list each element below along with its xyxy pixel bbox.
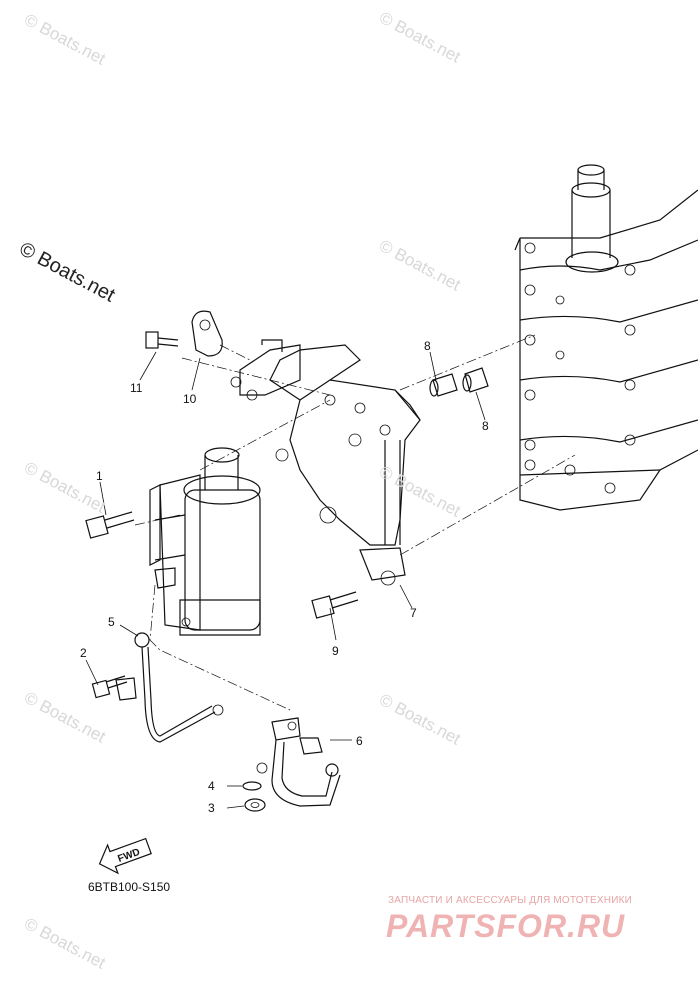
callout-10: 10 <box>183 392 197 406</box>
callout-2: 2 <box>80 646 87 660</box>
lead-wire-bottom <box>256 717 341 807</box>
callout-8a: 8 <box>424 339 431 353</box>
callout-4: 4 <box>208 779 215 793</box>
washer-nut <box>242 781 266 812</box>
callout-7: 7 <box>410 606 417 620</box>
center-lines <box>134 334 576 711</box>
engine-block <box>514 164 698 511</box>
callout-labels: 1 2 3 4 5 6 7 8 8 9 10 11 <box>80 339 489 815</box>
leader-lines <box>85 351 486 809</box>
collar-parts <box>429 367 489 397</box>
starter-motor <box>149 447 261 636</box>
callout-3: 3 <box>208 801 215 815</box>
callout-6: 6 <box>356 734 363 748</box>
plate-part <box>191 310 223 357</box>
lead-wire <box>115 632 224 743</box>
brand-tagline: ЗАПЧАСТИ И АКСЕССУАРЫ ДЛЯ МОТОТЕХНИКИ <box>388 895 633 906</box>
callout-1: 1 <box>96 469 103 483</box>
diagram-code: 6BTB100-S150 <box>88 880 171 894</box>
callout-11: 11 <box>130 381 143 395</box>
fwd-arrow: FWD <box>98 837 152 875</box>
callout-5: 5 <box>108 615 115 629</box>
brand-logo: PARTSFOR.RU <box>386 908 626 944</box>
bolts <box>85 331 359 699</box>
callout-8b: 8 <box>482 419 489 433</box>
callout-9: 9 <box>332 644 339 658</box>
starter-bracket <box>230 339 421 586</box>
